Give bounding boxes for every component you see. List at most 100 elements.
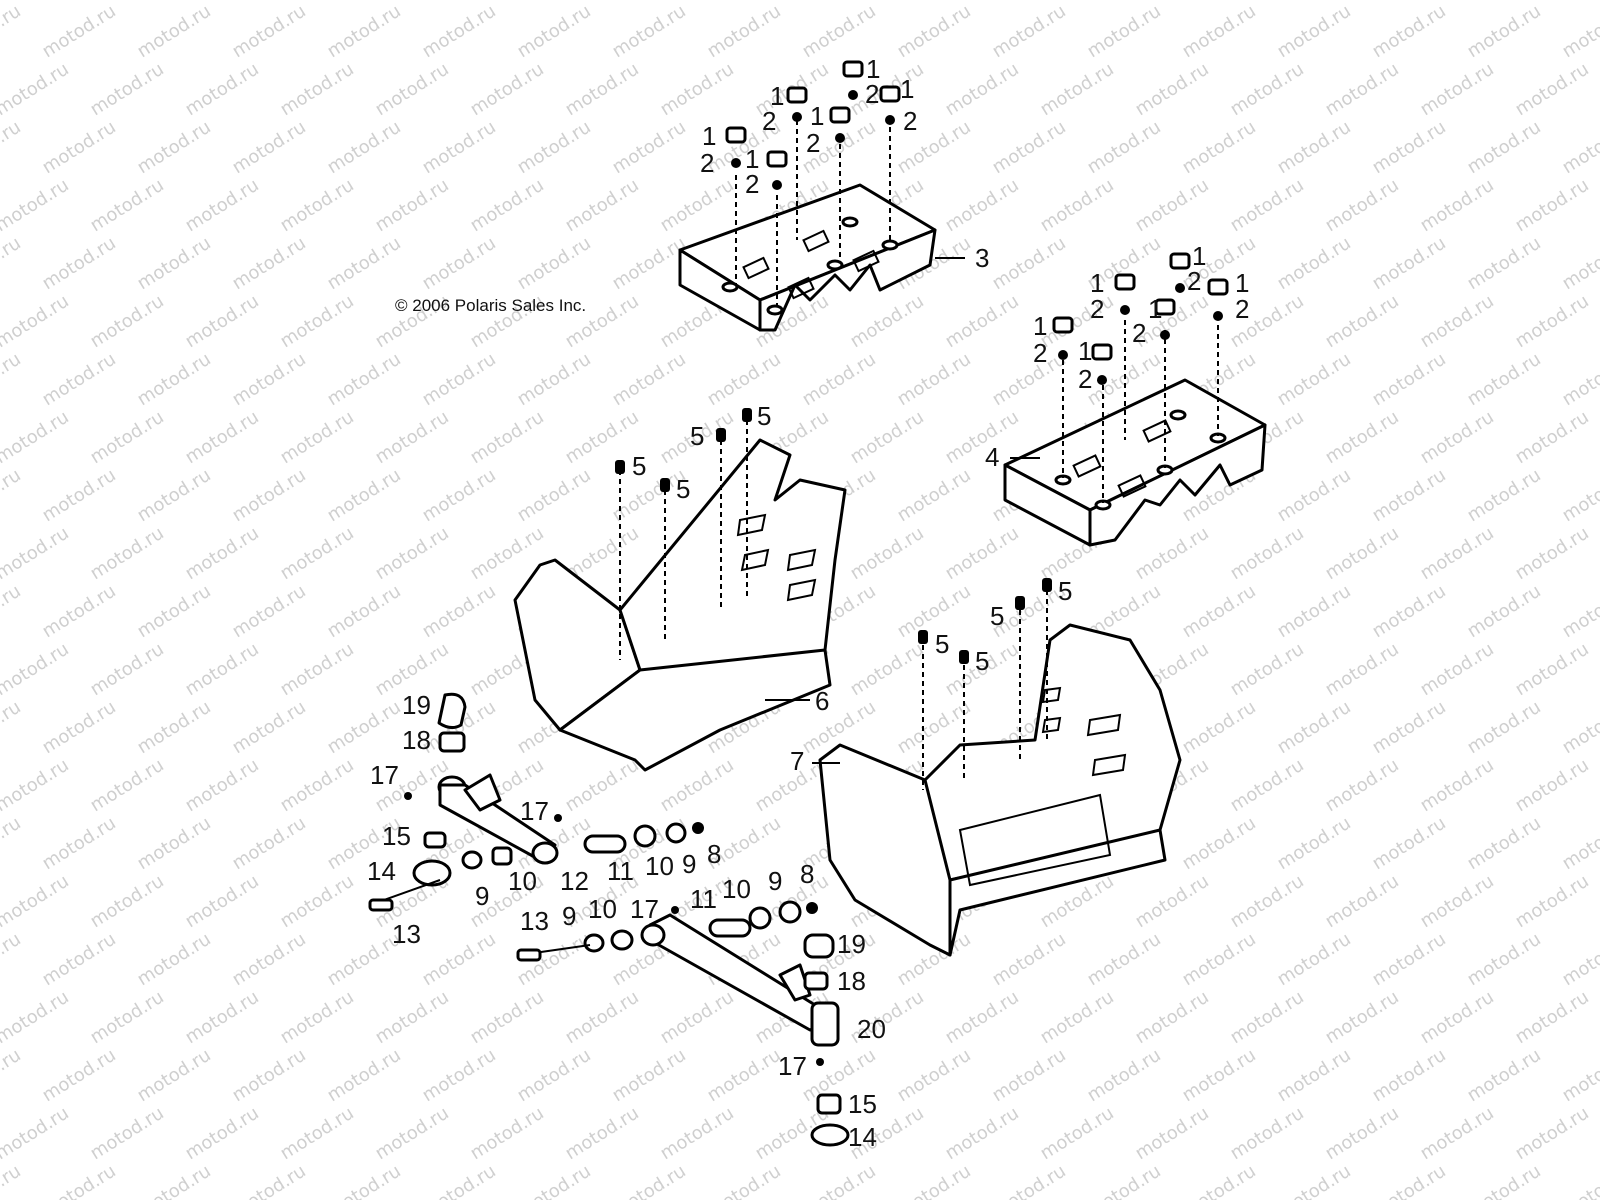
watermark-text: motod.ru	[1274, 1161, 1355, 1200]
watermark-text: motod.ru	[1227, 175, 1308, 237]
callout-2: 2	[762, 106, 776, 136]
watermark-text: motod.ru	[324, 1, 405, 63]
watermark-text: motod.ru	[1369, 1045, 1450, 1107]
watermark-text: motod.ru	[277, 59, 358, 121]
watermark-text: motod.ru	[1179, 813, 1260, 875]
watermark-text: motod.ru	[419, 1045, 500, 1107]
watermark-text: motod.ru	[1322, 0, 1403, 4]
watermark-text: motod.ru	[514, 465, 595, 527]
watermark-text: motod.ru	[229, 465, 310, 527]
watermark-text: motod.ru	[467, 59, 548, 121]
watermark-text: motod.ru	[1417, 0, 1498, 4]
callout-1: 1	[1192, 241, 1206, 271]
watermark-text: motod.ru	[1369, 813, 1450, 875]
watermark-text: motod.ru	[134, 1161, 215, 1200]
watermark-text: motod.ru	[324, 1045, 405, 1107]
watermark-text: motod.ru	[419, 233, 500, 295]
watermark-text: motod.ru	[1274, 581, 1355, 643]
watermark-text: motod.ru	[0, 291, 73, 353]
watermark-text: motod.ru	[1322, 987, 1403, 1049]
watermark-text: motod.ru	[0, 581, 25, 643]
watermark-text: motod.ru	[1274, 465, 1355, 527]
callout-2: 2	[1235, 294, 1249, 324]
watermark-text: motod.ru	[39, 465, 120, 527]
watermark-text: motod.ru	[182, 639, 263, 701]
watermark-text: motod.ru	[514, 349, 595, 411]
watermark-text: motod.ru	[1274, 697, 1355, 759]
callout-4: 4	[985, 442, 999, 472]
watermark-text: motod.ru	[1369, 117, 1450, 179]
watermark-text: motod.ru	[134, 349, 215, 411]
fasteners-5-right	[918, 578, 1052, 664]
watermark-text: motod.ru	[989, 117, 1070, 179]
watermark-text: motod.ru	[894, 1045, 975, 1107]
watermark-text: motod.ru	[277, 0, 358, 4]
watermark-text: motod.ru	[39, 1, 120, 63]
watermark-text: motod.ru	[1559, 581, 1600, 643]
watermark-text: motod.ru	[419, 1, 500, 63]
callout-9: 9	[768, 866, 782, 896]
callout-14: 14	[367, 856, 396, 886]
watermark-text: motod.ru	[1179, 1045, 1260, 1107]
watermark-text: motod.ru	[1274, 117, 1355, 179]
callout-1: 1	[1033, 311, 1047, 341]
watermark-text: motod.ru	[989, 1, 1070, 63]
watermark-text: motod.ru	[0, 349, 25, 411]
watermark-text: motod.ru	[87, 0, 168, 4]
watermark-text: motod.ru	[1132, 1103, 1213, 1165]
watermark-text: motod.ru	[277, 407, 358, 469]
watermark-text: motod.ru	[1037, 175, 1118, 237]
watermark-text: motod.ru	[87, 407, 168, 469]
watermark-text: motod.ru	[324, 581, 405, 643]
callout-20: 20	[857, 1014, 886, 1044]
watermark-text: motod.ru	[657, 59, 738, 121]
watermark-text: motod.ru	[419, 1161, 500, 1200]
watermark-text: motod.ru	[0, 697, 25, 759]
callout-5: 5	[1058, 576, 1072, 606]
watermark-text: motod.ru	[39, 349, 120, 411]
watermark-text: motod.ru	[1512, 639, 1593, 701]
watermark-text: motod.ru	[942, 291, 1023, 353]
watermark-text: motod.ru	[1322, 407, 1403, 469]
watermark-text: motod.ru	[1322, 175, 1403, 237]
watermark-text: motod.ru	[0, 233, 25, 295]
watermark-text: motod.ru	[1464, 1161, 1545, 1200]
watermark-text: motod.ru	[1322, 59, 1403, 121]
watermark-text: motod.ru	[1084, 1161, 1165, 1200]
watermark-text: motod.ru	[372, 987, 453, 1049]
watermark-text: motod.ru	[134, 581, 215, 643]
watermark-text: motod.ru	[989, 349, 1070, 411]
watermark-text: motod.ru	[1512, 755, 1593, 817]
watermark-text: motod.ru	[134, 233, 215, 295]
watermark-text: motod.ru	[847, 0, 928, 4]
fasteners-part-3	[725, 60, 901, 190]
watermark-text: motod.ru	[1179, 1161, 1260, 1200]
watermark-text: motod.ru	[1227, 1103, 1308, 1165]
watermark-text: motod.ru	[182, 407, 263, 469]
callout-5: 5	[690, 421, 704, 451]
watermark-text: motod.ru	[182, 0, 263, 4]
callout-2: 2	[1132, 318, 1146, 348]
watermark-text: motod.ru	[372, 59, 453, 121]
watermark-text: motod.ru	[467, 1103, 548, 1165]
callout-15: 15	[382, 821, 411, 851]
watermark-text: motod.ru	[0, 117, 25, 179]
watermark-text: motod.ru	[182, 523, 263, 585]
watermark-text: motod.ru	[1464, 813, 1545, 875]
watermark-text: motod.ru	[277, 755, 358, 817]
callout-11: 11	[607, 856, 634, 886]
watermark-text: motod.ru	[799, 1161, 880, 1200]
watermark-text: motod.ru	[0, 1, 25, 63]
watermark-text: motod.ru	[419, 465, 500, 527]
callout-13: 13	[392, 919, 421, 949]
watermark-text: motod.ru	[1037, 59, 1118, 121]
watermark-text: motod.ru	[704, 1045, 785, 1107]
watermark-text: motod.ru	[1227, 639, 1308, 701]
callout-17: 17	[370, 760, 399, 790]
watermark-text: motod.ru	[704, 1, 785, 63]
watermark-text: motod.ru	[0, 59, 73, 121]
watermark-text: motod.ru	[1369, 1161, 1450, 1200]
watermark-text: motod.ru	[1417, 175, 1498, 237]
watermark-text: motod.ru	[134, 117, 215, 179]
